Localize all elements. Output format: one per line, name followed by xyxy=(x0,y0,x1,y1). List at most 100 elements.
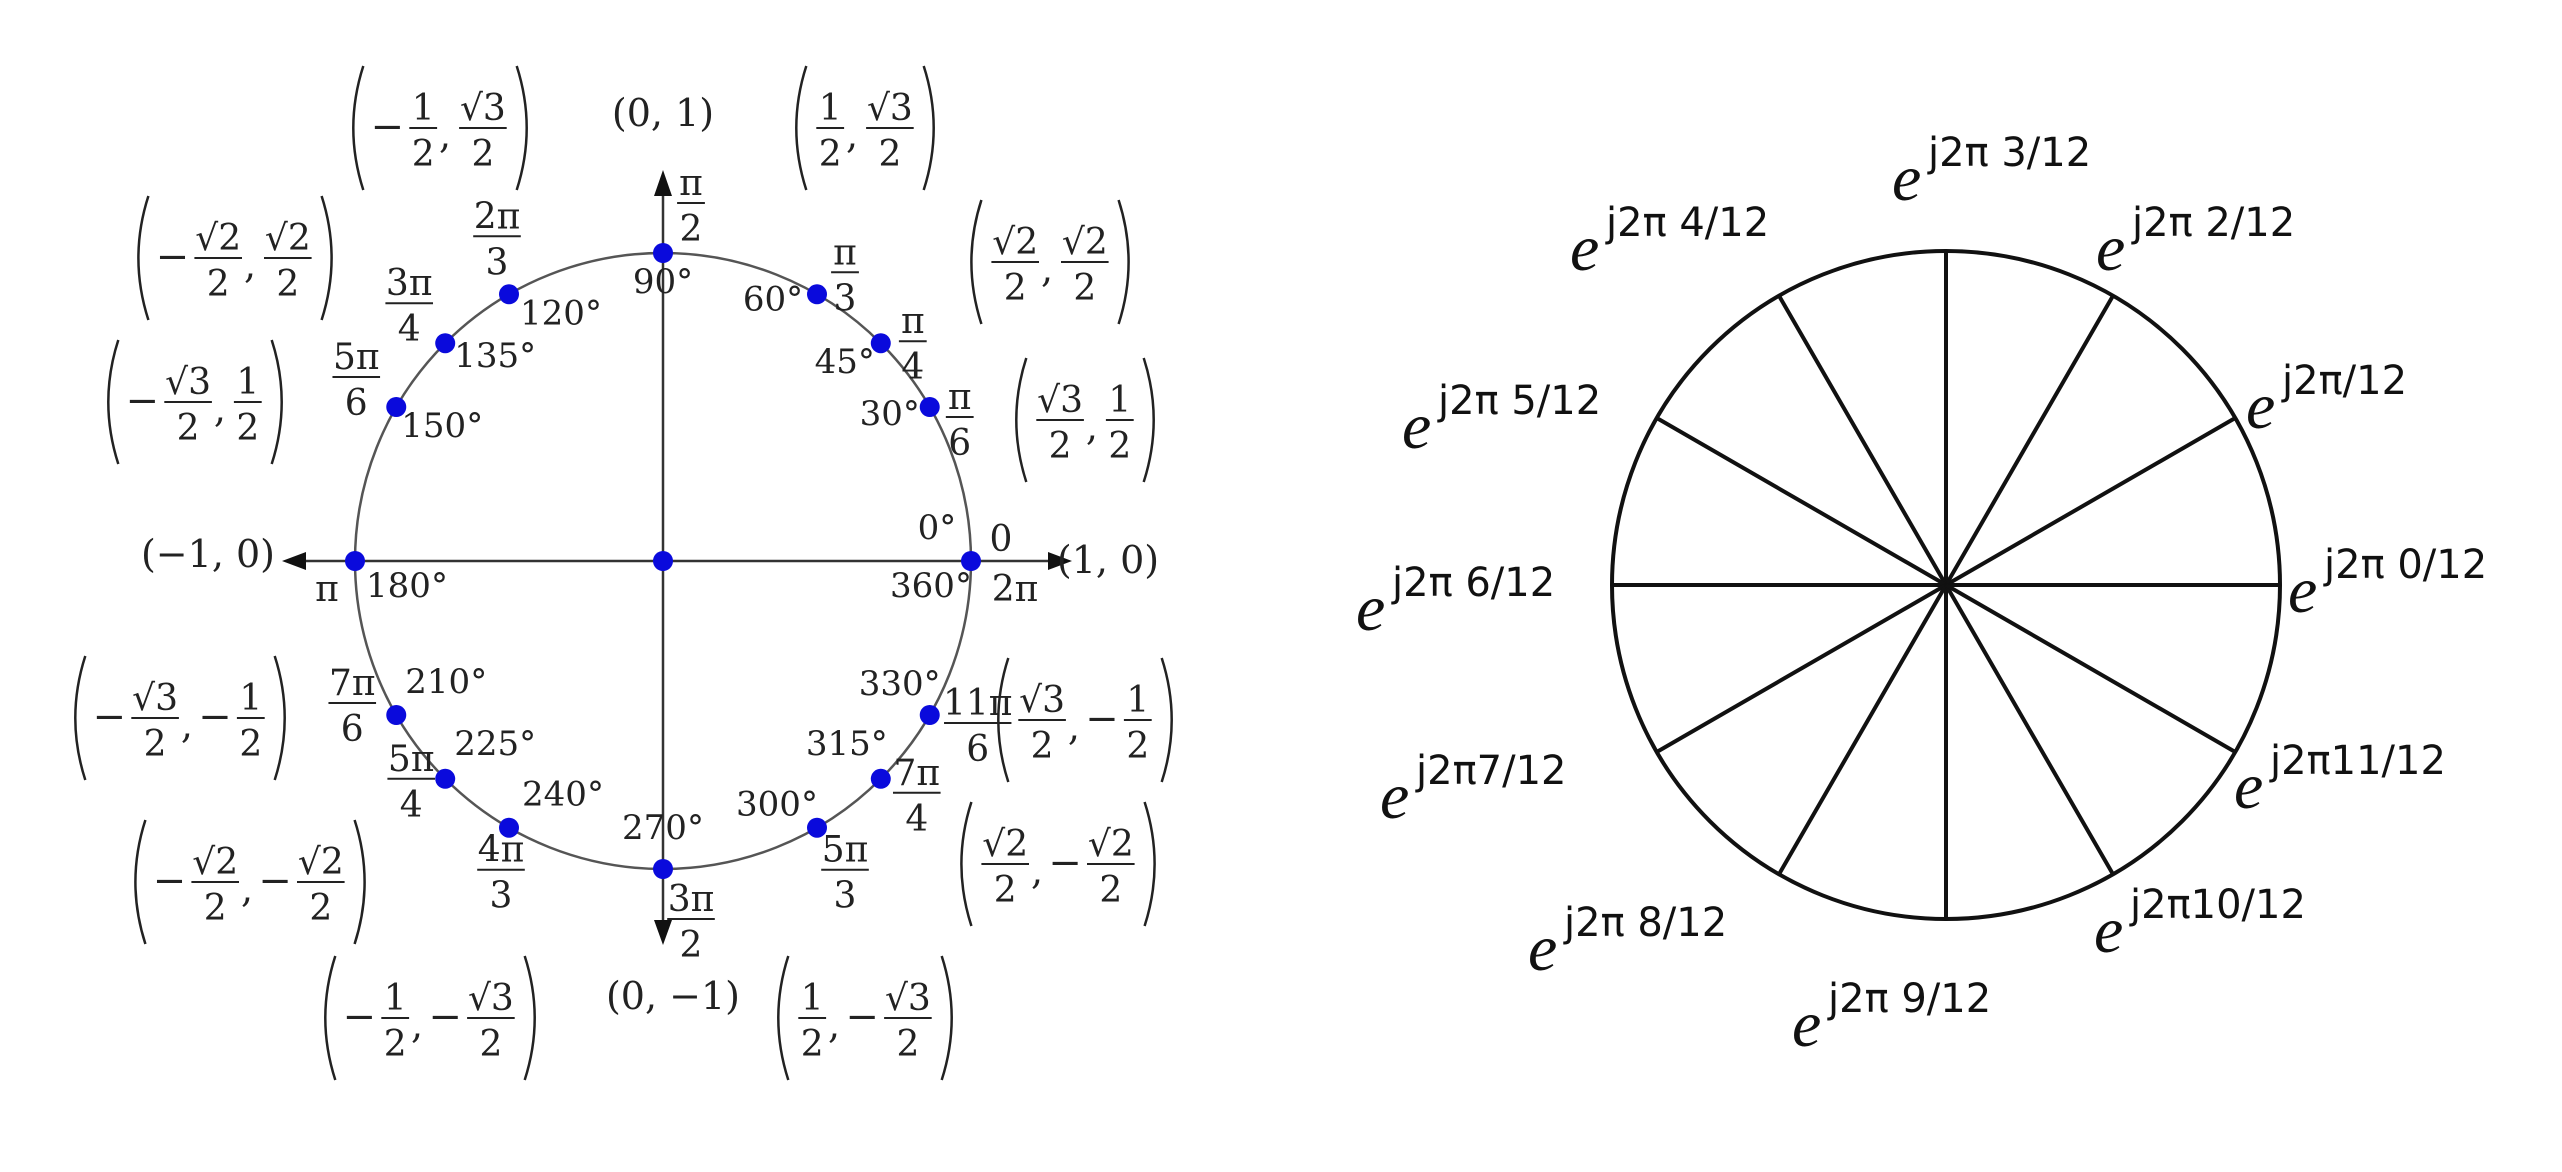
coord-label-30-y: 12 xyxy=(1105,380,1134,467)
radian-label-60-num: π xyxy=(833,232,857,273)
coord-label-30-comma: , xyxy=(1086,405,1098,449)
point-210 xyxy=(386,705,407,725)
coord-label-60-x: 12 xyxy=(816,88,845,175)
coord-label-300-lparen xyxy=(777,955,790,1081)
coord-label-300: 12,−√32 xyxy=(777,955,953,1081)
root-label-5-base: e xyxy=(1402,390,1431,463)
coord-label-240-x-den: 2 xyxy=(384,1024,407,1065)
sector-spoke-2 xyxy=(1944,294,2115,587)
coord-label-240-y-den: 2 xyxy=(479,1024,502,1065)
root-label-5-exponent: j2π 5/12 xyxy=(1437,378,1601,424)
degree-label-180: 180° xyxy=(366,566,448,606)
root-label-2-base: e xyxy=(2096,212,2125,285)
coord-label-30: √3 2,12 xyxy=(1015,357,1155,483)
coord-label-330-rparen xyxy=(1160,657,1173,783)
coord-label-330-x-num: √3 xyxy=(1019,680,1065,721)
coord-label-210-xsign: − xyxy=(93,694,127,740)
degree-label-330: 330° xyxy=(859,664,941,704)
root-label-7-base: e xyxy=(1380,760,1409,833)
radian-label-270-den: 2 xyxy=(680,925,703,966)
coord-label-135-x-num: √2 xyxy=(195,218,241,259)
coord-label-210-x: √32 xyxy=(131,678,179,765)
coord-label-120-comma: , xyxy=(439,113,451,157)
degree-label-360: 360° xyxy=(890,566,972,606)
coord-label-240-lparen xyxy=(324,955,337,1081)
radian-label-90-den: 2 xyxy=(680,209,703,250)
radian-label-210-den: 6 xyxy=(341,709,364,750)
point-30 xyxy=(919,397,940,417)
point-150 xyxy=(386,397,407,417)
coord-label-225-comma: , xyxy=(241,867,253,911)
radian-label-150-num: 5π xyxy=(333,337,380,378)
coord-label-120-x: 12 xyxy=(409,88,438,175)
coord-label-120-y-num: √3 xyxy=(460,88,506,129)
coord-label-330-y-den: 2 xyxy=(1126,726,1149,767)
y-axis-arrow-down xyxy=(654,920,672,945)
coord-label-30-y-den: 2 xyxy=(1108,426,1131,467)
degree-label-300: 300° xyxy=(736,785,818,825)
radian-label-90: π2 xyxy=(677,163,705,250)
coord-label-330-x-den: 2 xyxy=(1031,726,1054,767)
coord-label-60-x-den: 2 xyxy=(819,134,842,175)
radian-label-45-den: 4 xyxy=(901,347,924,388)
point-225 xyxy=(435,768,456,789)
coord-label-30-rparen xyxy=(1142,357,1155,483)
root-label-10-exponent: j2π10/12 xyxy=(2129,882,2306,928)
coord-label-300-comma: , xyxy=(828,1003,840,1047)
coord-label-60-comma: , xyxy=(846,113,858,157)
sector-spoke-7 xyxy=(1655,583,1948,754)
coord-label-120: −12,√32 xyxy=(352,65,528,191)
radian-label-210-num: 7π xyxy=(329,663,376,704)
coord-label-330-comma: , xyxy=(1068,705,1080,749)
coord-label-150-lparen xyxy=(107,339,120,465)
radian-label-135: 3π4 xyxy=(385,263,434,350)
radian-label-240-den: 3 xyxy=(490,876,513,917)
radian-label-30-den: 6 xyxy=(948,423,971,464)
coord-label-330-lparen xyxy=(997,657,1010,783)
coord-label-150-y-den: 2 xyxy=(236,408,259,449)
coord-label-300-y: √32 xyxy=(884,978,932,1065)
coord-label-315-y-den: 2 xyxy=(1099,870,1122,911)
coord-label-135-comma: , xyxy=(244,243,256,287)
point-300 xyxy=(807,817,827,838)
coord-label-45-comma: , xyxy=(1041,247,1053,291)
coord-label-270: (0, −1) xyxy=(606,974,740,1018)
radian-label-300-den: 3 xyxy=(834,876,857,917)
degree-label-90: 90° xyxy=(633,262,693,302)
root-label-6-exponent: j2π 6/12 xyxy=(1391,560,1555,606)
root-label-2-exponent: j2π 2/12 xyxy=(2131,200,2295,246)
coord-label-120-y-den: 2 xyxy=(471,134,494,175)
coord-label-315-rparen xyxy=(1143,801,1156,927)
coord-label-150-x-den: 2 xyxy=(177,408,200,449)
coord-label-45: √22,√22 xyxy=(970,199,1130,325)
coord-label-30-x-num: √3 xyxy=(1037,380,1083,421)
coord-label-135-x-den: 2 xyxy=(207,264,230,305)
radian-label-225: 5π4 xyxy=(387,739,436,826)
coord-label-45-x-den: 2 xyxy=(1004,268,1027,309)
coord-label-135-y-num: √2 xyxy=(265,218,311,259)
radian-label-240: 4π3 xyxy=(477,830,525,917)
coord-label-60-y-num: √3 xyxy=(867,88,913,129)
coord-label-210-comma: , xyxy=(181,703,193,747)
coord-label-210-ysign: − xyxy=(198,694,232,740)
radian-label-60-den: 3 xyxy=(834,278,857,319)
y-axis-arrow-up xyxy=(654,170,672,196)
radian-label-270: 3π2 xyxy=(667,879,715,966)
radian-label-315: 7π4 xyxy=(892,753,941,840)
coord-label-315-lparen xyxy=(960,801,973,927)
coord-label-240-ysign: − xyxy=(428,994,462,1040)
point-120 xyxy=(499,284,519,305)
origin-point xyxy=(653,551,673,571)
radian-label-60: π3 xyxy=(831,232,859,319)
coord-label-270-text: (0, −1) xyxy=(606,974,740,1018)
coord-label-135: −√22,√22 xyxy=(137,195,333,321)
coord-label-135-xsign: − xyxy=(156,234,190,280)
point-135 xyxy=(435,333,456,354)
radian-label-180: π xyxy=(315,569,339,610)
